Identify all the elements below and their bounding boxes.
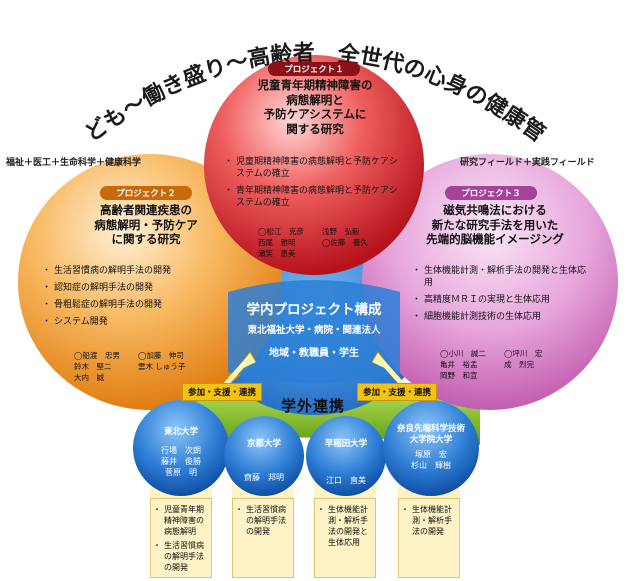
project3-items: 生体機能計測・解析手法の開発と生体応用 高精度ＭＲＩの実現と生体応用 細胞機能計…: [412, 265, 590, 328]
uni-people-kyoto: 齋藤 邦明: [244, 473, 284, 482]
note-tohoku: 児童青年期精神障害の病態解明 生活習慣病の解明手法の開発: [150, 498, 212, 578]
project2-title: 高齢者関連疾患の 病態解明・予防ケア に関する研究: [94, 203, 198, 246]
project3-item: 高精度ＭＲＩの実現と生体応用: [412, 294, 590, 306]
project3-item: 生体機能計測・解析手法の開発と生体応用: [412, 265, 590, 289]
project3-members: ◯小川 誠二◯坪川 宏 亀井 裕孟成 烈完 岡野 和宣: [440, 349, 543, 380]
note-item: 児童青年期精神障害の病態解明: [153, 504, 207, 537]
project2-item: 認知症の解明手法の開発: [42, 282, 224, 294]
uni-circle-kyoto: [224, 416, 304, 496]
uni-circle-nara: [383, 400, 479, 496]
center-line2: 地域・教職員・学生: [269, 348, 359, 359]
project2-items: 生活習慣病の解明手法の開発 認知症の解明手法の開発 骨粗鬆症の解明手法の開発 シ…: [42, 265, 224, 333]
left-field-label: 福祉＋医工＋生命科学＋健康科学: [6, 158, 142, 168]
note-item: 生体機能計測・解析手法の開発と生体応用: [317, 504, 371, 548]
project3-title: 磁気共鳴法における 新たな研究手法を用いた 先端的脳機能イメージング: [426, 203, 564, 246]
project2-label: プロジェクト２: [100, 186, 192, 200]
project2-item: 骨粗鬆症の解明手法の開発: [42, 299, 224, 311]
note-item: 生活習慣病の解明手法の開発: [235, 504, 289, 537]
external-title: 学外連携: [281, 397, 346, 415]
uni-people-tohoku: 行場 次朗 藤井 俊勝 菅原 明: [161, 446, 201, 477]
project3-label: プロジェクト３: [445, 186, 537, 200]
project1-label: プロジェクト１: [268, 62, 360, 76]
note-kyoto: 生活習慣病の解明手法の開発: [232, 498, 294, 578]
uni-people-nara: 塚原 宏 杉山 輝樹: [411, 450, 451, 470]
uni-name-nara: 奈良先端科学技術 大学院大学: [396, 424, 465, 445]
uni-name-tohoku: 東北大学: [163, 427, 198, 437]
project2-item: 生活習慣病の解明手法の開発: [42, 265, 224, 277]
note-waseda: 生体機能計測・解析手法の開発と生体応用: [314, 498, 376, 578]
center-line1: 東北福祉大学・病院・関連法人: [247, 325, 381, 336]
right-field-label: 研究フィールド＋実践フィールド: [460, 158, 595, 168]
project2-members: ◯船渡 忠男◯加藤 伸司 鈴木 堅二雲木 しゅう子 大内 誠: [74, 351, 186, 382]
uni-circle-tohoku: [133, 400, 229, 496]
project1-item: 児童期精神障害の病態解明と予防ケアシステムの確立: [224, 156, 404, 180]
note-nara: 生体機能計測・解析手法の開発: [398, 498, 460, 578]
project2-item: システム開発: [42, 316, 224, 328]
uni-name-kyoto: 京都大学: [246, 439, 281, 449]
project1-item: 青年期精神障害の病態解明と予防ケアシステムの確立: [224, 185, 404, 209]
note-item: 生体機能計測・解析手法の開発: [401, 504, 455, 537]
support-tag-right: 参加・支援・連携: [357, 383, 438, 401]
uni-circle-waseda: [306, 416, 386, 496]
project1-items: 児童期精神障害の病態解明と予防ケアシステムの確立 青年期精神障害の病態解明と予防…: [224, 156, 404, 214]
support-tag-left: 参加・支援・連携: [182, 383, 263, 401]
uni-name-waseda: 早稲田大学: [324, 439, 368, 449]
note-item: 生活習慣病の解明手法の開発: [153, 540, 207, 573]
project1-title: 児童青年期精神障害の 病態解明と 予防ケアシステムに 関する研究: [257, 78, 373, 136]
uni-people-waseda: 江口 直美: [326, 476, 366, 485]
project3-item: 細胞機能計測技術の生体応用: [412, 311, 590, 323]
center-title: 学内プロジェクト構成: [246, 302, 382, 318]
project1-members: ◯松江 克彦浅野 弘毅 西尾 雅明◯佐藤 養久 瀬笑 恵美: [258, 227, 368, 258]
